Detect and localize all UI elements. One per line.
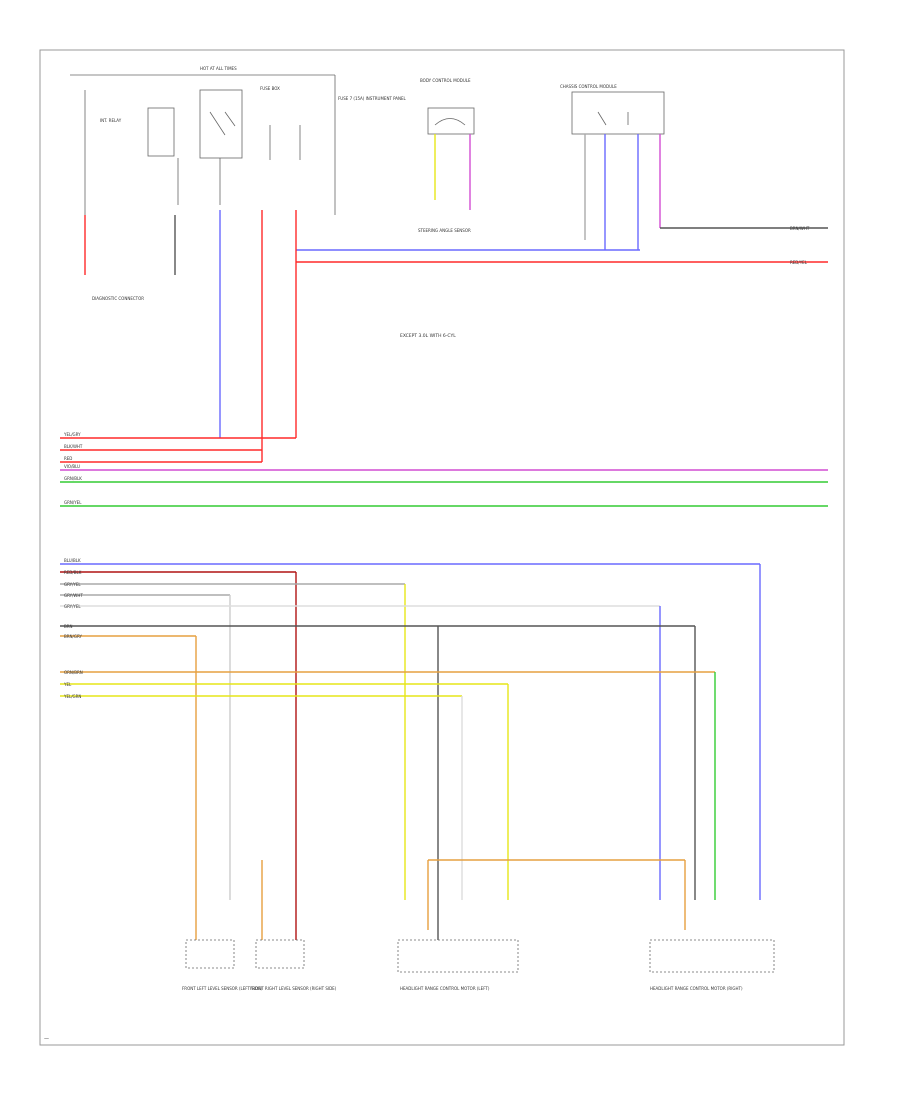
left-bus-labels: YEL/GRY BLK/WHT RED VIO/BLU GRN/BLK GRN/… (63, 432, 83, 505)
label-diagnostic-conn: DIAGNOSTIC CONNECTOR (92, 296, 144, 301)
center-note: EXCEPT 3.0L WITH 6-CYL (400, 333, 456, 339)
label-relay: INT. RELAY (100, 118, 122, 123)
bus-label-4: VIO/BLU (64, 464, 80, 469)
component-boxes (185, 939, 775, 973)
chassis-module-box (571, 91, 665, 135)
bus-label-3: RED (64, 456, 72, 461)
lower-label-5: GRY/YEL (64, 604, 81, 609)
label-fuse-box: FUSE BOX (260, 86, 280, 91)
fuse-block (70, 74, 336, 275)
component-labels: FRONT LEFT LEVEL SENSOR (LEFT SIDE) FRON… (182, 986, 743, 991)
lower-label-10: YEL/GRN (63, 694, 81, 699)
label-fuse-note: FUSE 7 (15A) INSTRUMENT PANEL (338, 96, 407, 101)
diagram-border (39, 49, 845, 1046)
right-label-2: RED/YEL (790, 260, 808, 265)
fuse-block-labels: HOT AT ALL TIMES INT. RELAY FUSE BOX FUS… (92, 66, 407, 301)
bus-label-2: BLK/WHT (64, 444, 83, 449)
lower-label-4: GRY/WHT (64, 593, 83, 598)
lower-label-6: BRN (64, 624, 73, 629)
component-label-2: FRONT RIGHT LEVEL SENSOR (RIGHT SIDE) (250, 986, 337, 991)
right-label-1: BRN/WHT (790, 226, 810, 231)
left-lower-labels: BLU/BLK RED/BLK GRY/YEL GRY/WHT GRY/YEL … (63, 558, 83, 699)
lower-label-2: RED/BLK (64, 570, 82, 575)
lower-label-3: GRY/YEL (64, 582, 81, 587)
label-hot-at-all-times: HOT AT ALL TIMES (200, 66, 237, 71)
lower-label-7: BRN/GRY (64, 634, 82, 639)
right-top-labels: BRN/WHT RED/YEL (790, 226, 810, 265)
label-body-control: BODY CONTROL MODULE (420, 78, 471, 83)
component-label-3: HEADLIGHT RANGE CONTROL MOTOR (LEFT) (400, 986, 490, 991)
bus-wires (60, 437, 828, 507)
bus-label-1: YEL/GRY (63, 432, 81, 437)
lower-label-1: BLU/BLK (64, 558, 81, 563)
component-label-1: FRONT LEFT LEVEL SENSOR (LEFT SIDE) (182, 986, 263, 991)
top-wires (84, 134, 828, 462)
component-label-4: HEADLIGHT RANGE CONTROL MOTOR (RIGHT) (650, 986, 743, 991)
lower-label-9: YEL (63, 682, 72, 687)
lower-wires (60, 563, 761, 940)
label-steering-angle: STEERING ANGLE SENSOR (418, 228, 471, 233)
footer-code: — (44, 1036, 49, 1042)
bus-label-6: GRN/YEL (64, 500, 82, 505)
body-control-module-box (427, 107, 475, 135)
label-chassis-module: CHASSIS CONTROL MODULE (560, 84, 617, 89)
bus-label-5: GRN/BLK (64, 476, 82, 481)
lower-label-8: ORN/BRN (64, 670, 83, 675)
